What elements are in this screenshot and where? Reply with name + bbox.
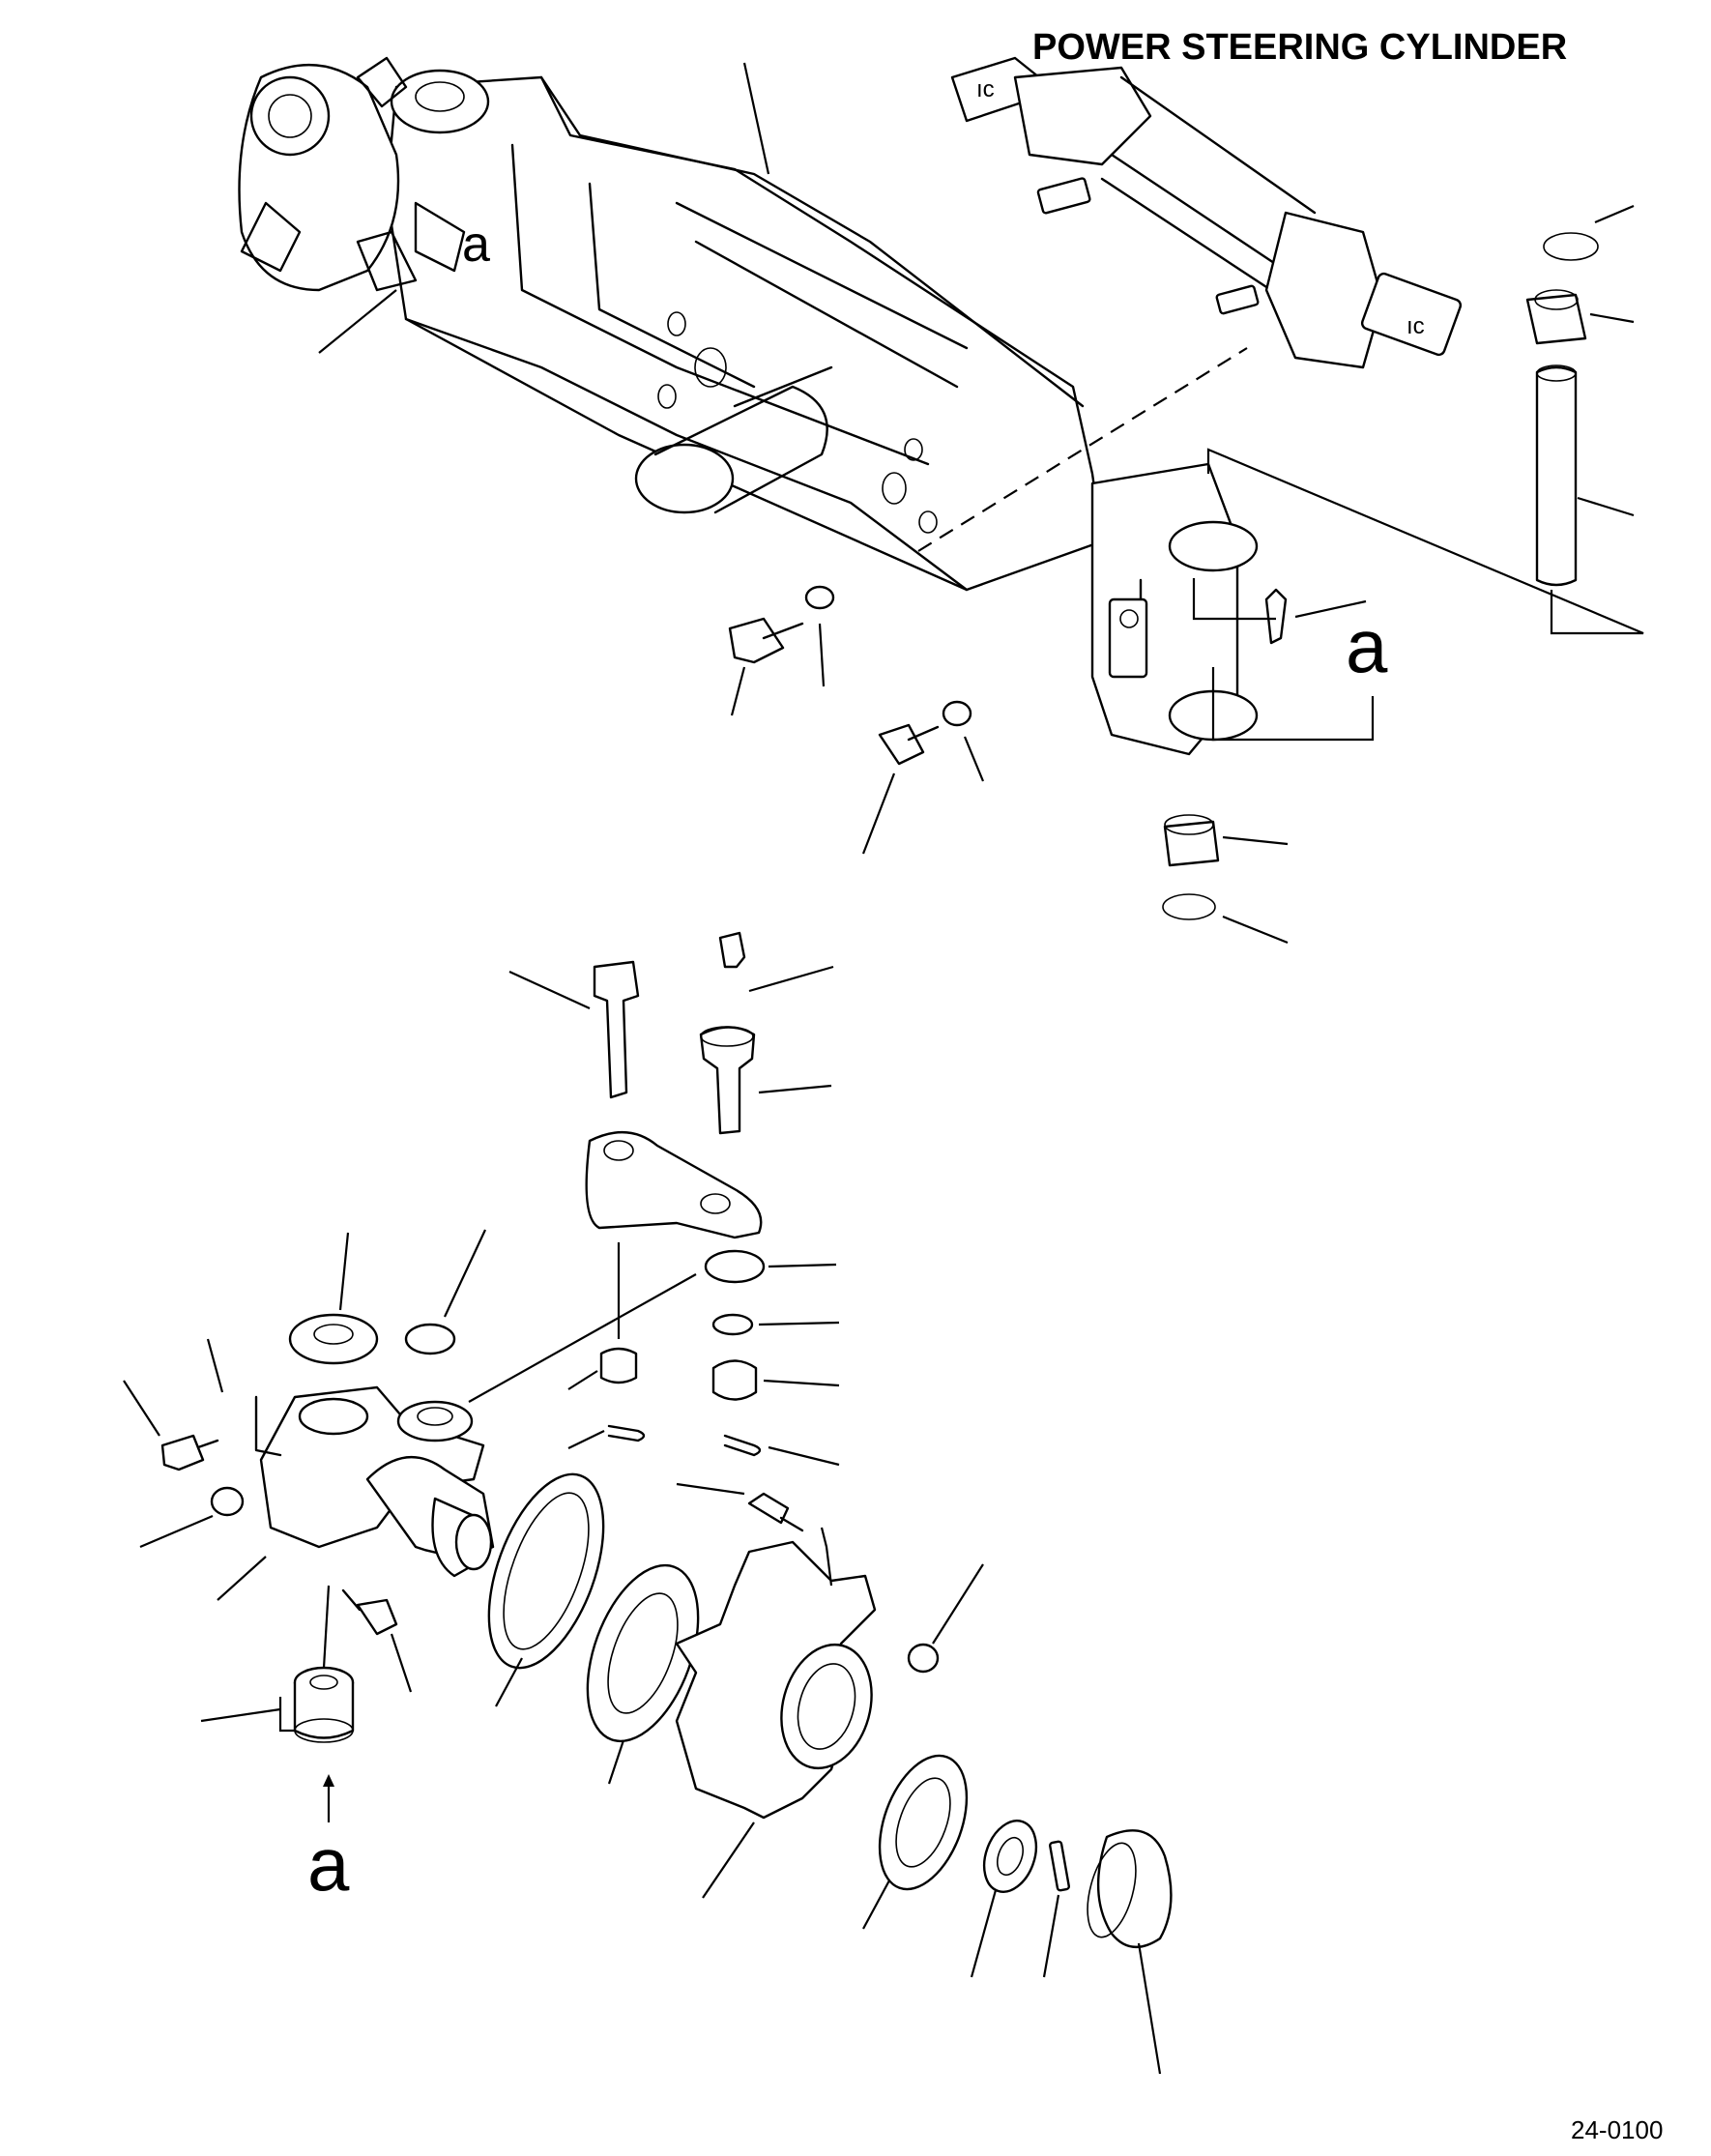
link-bolt (593, 960, 640, 1099)
stop-bolt (160, 1434, 205, 1471)
link-bushing (704, 1249, 766, 1284)
outer-bearing (878, 1754, 969, 1891)
bolt-b (878, 723, 925, 766)
inner-bearing (586, 1563, 700, 1743)
grease-fitting-axle (1264, 588, 1288, 645)
knuckle-bolt (356, 1598, 398, 1636)
split-pin (1049, 1840, 1070, 1892)
power-steering-cylinder: ıc ıc (950, 56, 1463, 369)
svg-text:ıc: ıc (1406, 313, 1425, 339)
link-washer (711, 1313, 754, 1336)
nut-b (942, 700, 972, 727)
leader-lines (123, 62, 1635, 2075)
kingpin-parts-lower (1162, 814, 1220, 920)
steering-link-parts (585, 931, 766, 1457)
hub-bolt-top (747, 1492, 790, 1525)
callout-a-lower: a (307, 1821, 350, 1907)
cotter-pin-left (607, 1424, 646, 1442)
axle-fasteners (728, 585, 1288, 766)
hub-cap (1096, 1829, 1173, 1948)
left-axle-hub: a (238, 56, 490, 292)
callout-a-upper: a (1346, 603, 1388, 688)
page-number: 24-0100 (1571, 2115, 1664, 2144)
stop-nut (210, 1486, 245, 1517)
kingpin-washer (288, 1313, 379, 1365)
o-ring-lower (1162, 893, 1216, 920)
kingpin (1535, 365, 1578, 587)
castle-nut-left (599, 1347, 638, 1384)
o-ring-upper (1543, 232, 1599, 261)
page-title: POWER STEERING CYLINDER (1032, 27, 1568, 68)
hub-assembly (487, 1472, 1173, 1948)
hub-mark-a: a (462, 217, 490, 273)
hub-nut (907, 1643, 940, 1674)
bolt-a (728, 617, 785, 664)
steering-link (585, 1130, 763, 1239)
kingpin-parts-upper (1525, 232, 1599, 587)
castle-nut-right (711, 1359, 758, 1401)
grease-fitting-link (718, 931, 746, 969)
steering-knuckle (160, 1313, 495, 1636)
washer-a (804, 585, 835, 610)
cotter-pin-right (723, 1434, 762, 1457)
needle-bearing-lower (1163, 820, 1220, 867)
front-axle-assembly (385, 69, 1259, 756)
thrust-washer (404, 1323, 456, 1355)
slotted-nut (982, 1820, 1038, 1893)
oil-seal (487, 1472, 605, 1670)
lower-bearing-stack: a (278, 1666, 355, 1907)
svg-text:ıc: ıc (976, 76, 995, 102)
